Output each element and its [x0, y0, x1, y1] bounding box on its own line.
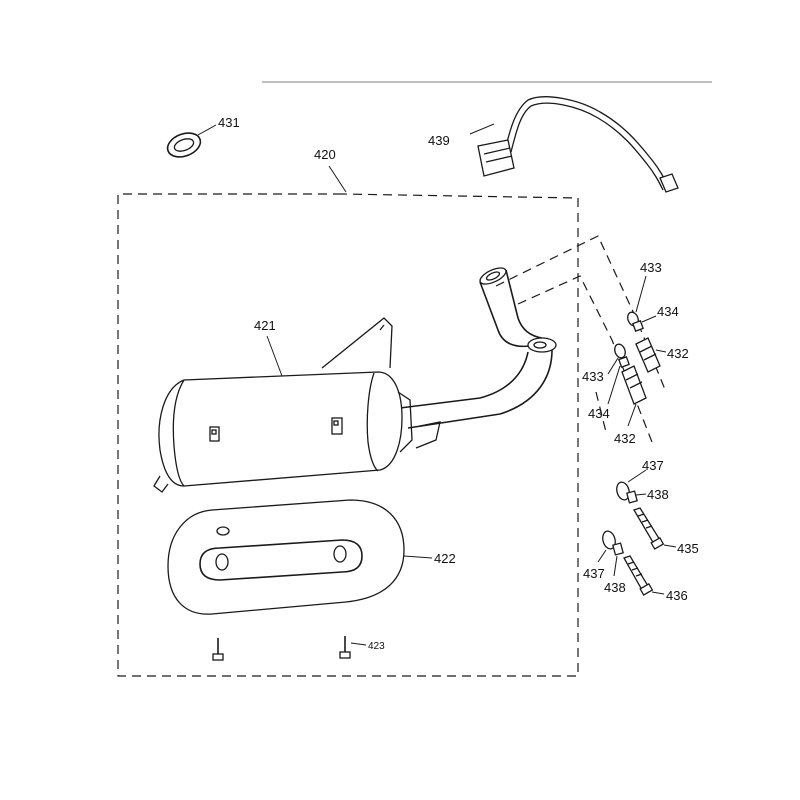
stud-upper — [635, 337, 667, 373]
spacer-mount-upper — [626, 490, 647, 504]
label-423: 423 — [368, 641, 385, 652]
label-432-lower: 432 — [614, 431, 636, 446]
spacer-mount-lower — [612, 542, 624, 577]
shield-screw-left — [212, 638, 224, 661]
label-434-lower: 434 — [588, 406, 610, 421]
heat-shield — [167, 499, 433, 615]
bolt-435 — [633, 507, 677, 550]
bolt-436 — [623, 555, 665, 596]
label-435: 435 — [677, 541, 699, 556]
label-433-upper: 433 — [640, 260, 662, 275]
label-437-lower: 437 — [583, 566, 605, 581]
exhaust-gasket — [166, 124, 217, 158]
nut-upper — [632, 315, 657, 332]
label-437-upper: 437 — [642, 458, 664, 473]
shield-screw-right — [339, 636, 367, 659]
label-434-upper: 434 — [657, 304, 679, 319]
o2-sensor — [469, 96, 679, 193]
nut-lower — [607, 356, 630, 405]
muffler — [153, 317, 413, 493]
assembly-box — [117, 165, 579, 677]
label-421: 421 — [254, 318, 276, 333]
washer-mount-upper — [616, 469, 647, 501]
label-438-lower: 438 — [604, 580, 626, 595]
stud-lower — [621, 365, 647, 427]
label-436: 436 — [666, 588, 688, 603]
washer-lower — [607, 343, 626, 375]
label-431: 431 — [218, 115, 240, 130]
label-432-upper: 432 — [667, 346, 689, 361]
label-439: 439 — [428, 133, 450, 148]
label-438-upper: 438 — [647, 487, 669, 502]
label-420: 420 — [314, 147, 336, 162]
label-422: 422 — [434, 551, 456, 566]
label-433-lower: 433 — [582, 369, 604, 384]
washer-mount-lower — [597, 530, 616, 563]
exhaust-pipe — [399, 267, 557, 449]
